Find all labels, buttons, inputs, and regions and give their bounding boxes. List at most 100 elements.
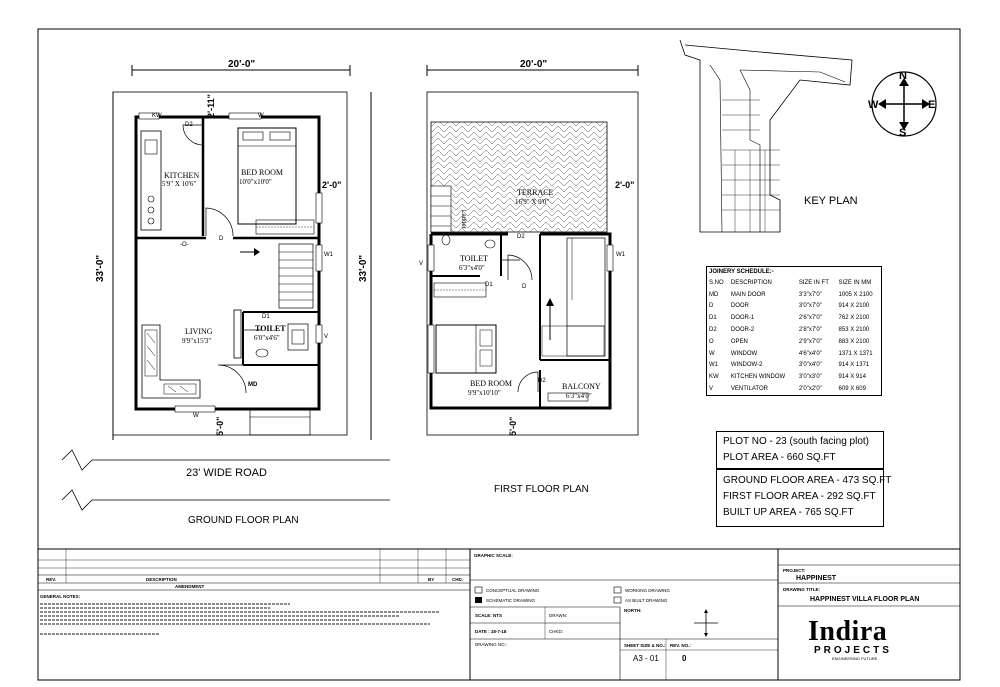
gf-front-dim: 5'-0" xyxy=(215,417,225,436)
joinery-header-cell: SIZE IN MM xyxy=(838,279,872,286)
ff-tag-d2-top: D2 xyxy=(517,234,525,240)
joinery-cell: W1 xyxy=(709,362,718,369)
gf-depth-dim-right: 33'-0" xyxy=(358,255,369,282)
tb-scale: SCALE: NTS xyxy=(475,613,502,618)
ff-tag-d: D xyxy=(522,284,527,290)
tb-description-header: DESCRIPTION xyxy=(146,577,177,582)
compass-s: S xyxy=(899,127,906,139)
joinery-cell: 4'6"x4'0" xyxy=(798,350,822,357)
tb-conceptual: CONCEPTUAL DRAWING xyxy=(486,588,540,593)
tb-project: HAPPINEST xyxy=(796,575,837,582)
plot-area: PLOT AREA - 660 SQ.FT xyxy=(723,452,836,463)
compass-icon: N S W E xyxy=(868,70,937,139)
tb-rev-no-label: REV. NO.: xyxy=(670,643,691,648)
ff-terrace-name: TERRACE xyxy=(517,188,554,197)
tb-chd-header: CHD. xyxy=(452,577,463,582)
tb-rev-value: 0 xyxy=(682,654,687,663)
ff-bed-name: BED ROOM xyxy=(470,379,512,388)
joinery-cell: DOOR-2 xyxy=(730,327,755,334)
joinery-cell: O xyxy=(709,338,714,345)
gf-side-dim: 2'-0" xyxy=(322,180,341,190)
gf-title: GROUND FLOOR PLAN xyxy=(188,515,299,526)
ff-balcony-size: 6'3"x4'0" xyxy=(566,392,592,400)
gf-tag-v: V xyxy=(324,334,328,340)
tb-graphic-scale: GRAPHIC SCALE: xyxy=(474,553,513,558)
gf-toilet-size: 6'0"x4'6" xyxy=(254,334,280,342)
ff-balcony-name: BALCONY xyxy=(562,382,601,391)
plot-number: PLOT NO - 23 (south facing plot) xyxy=(723,436,869,447)
title-block: REV. DESCRIPTION BY CHD. AMENDMENT GENER… xyxy=(38,548,960,680)
compass-n: N xyxy=(899,70,907,82)
joinery-cell: D xyxy=(709,303,714,310)
joinery-cell: VENTILATOR xyxy=(730,386,768,393)
joinery-cell: DOOR xyxy=(730,303,749,310)
ff-tag-d2-bottom: D2 xyxy=(538,378,546,384)
joinery-cell: 3'0"x7'0" xyxy=(798,303,822,310)
joinery-cell: 853 X 2100 xyxy=(838,327,870,334)
ff-tag-w1: W1 xyxy=(616,252,626,258)
joinery-title: JOINERY SCHEDULE:- xyxy=(709,269,774,275)
joinery-cell: DOOR-1 xyxy=(730,315,755,322)
tb-sheet-value: A3 - 01 xyxy=(633,654,659,663)
ff-toilet-name: TOILET xyxy=(460,254,488,263)
ground-floor-plan: 20'-0" 33'-0" 33'-0" 2'-11" 2'-0" 5'-0" xyxy=(61,59,390,526)
joinery-cell: 3'0"x4'0" xyxy=(798,362,822,369)
tb-working: WORKING DRAWING xyxy=(625,588,670,593)
key-plan-title: KEY PLAN xyxy=(804,195,858,207)
joinery-cell: D1 xyxy=(709,315,717,322)
tb-drawn: DRAWN: xyxy=(549,613,567,618)
gf-top-dim: 2'-11" xyxy=(206,94,216,118)
joinery-cell: 914 X 914 xyxy=(838,374,866,381)
ff-tag-v: V xyxy=(419,261,423,267)
gf-kitchen-name: KITCHEN xyxy=(164,171,199,180)
tb-amendment: AMENDMENT xyxy=(175,584,204,589)
gf-depth-dim-left: 33'-0" xyxy=(95,255,106,282)
tb-drawing-no: DRAWING NO.: xyxy=(475,642,507,647)
joinery-header-cell: SIZE IN FT xyxy=(798,279,829,286)
gf-road-label: 23' WIDE ROAD xyxy=(186,467,267,479)
joinery-cell: 1005 X 2100 xyxy=(838,291,873,298)
gf-living-size: 9'9"x15'3" xyxy=(182,337,211,345)
ground-floor-area: GROUND FLOOR AREA - 473 SQ.FT xyxy=(723,475,892,486)
joinery-cell: MAIN DOOR xyxy=(730,291,766,298)
joinery-cell: W xyxy=(709,350,715,357)
logo-sub: PROJECTS xyxy=(814,645,892,656)
tb-schematic: SCHEMATIC DRAWING xyxy=(486,598,535,603)
tb-as-built: AS BUILT DRAWING xyxy=(625,598,668,603)
joinery-cell: V xyxy=(709,386,714,393)
ff-bed-size: 9'9"x10'10" xyxy=(468,389,501,397)
tb-chkd: CHKD: xyxy=(549,629,563,634)
ff-toilet-size: 6'3"x4'0" xyxy=(459,264,485,272)
tb-north: NORTH: xyxy=(624,608,642,613)
joinery-header-cell: DESCRIPTION xyxy=(730,279,772,286)
joinery-cell: 914 X 2100 xyxy=(838,303,870,310)
joinery-cell: 2'8"x7'0" xyxy=(798,327,822,334)
ff-title: FIRST FLOOR PLAN xyxy=(494,484,589,495)
gf-living-name: LIVING xyxy=(185,327,213,336)
joinery-header-row: S.NO DESCRIPTION SIZE IN FT SIZE IN MM xyxy=(707,277,882,289)
tb-project-label: PROJECT: xyxy=(783,568,806,573)
ff-tag-d1: D1 xyxy=(485,282,493,288)
ff-terrace-size: 16'9" X 9'0" xyxy=(515,198,549,206)
ff-width-dim: 20'-0" xyxy=(520,59,547,70)
area-summary-box: GROUND FLOOR AREA - 473 SQ.FT FIRST FLOO… xyxy=(716,469,891,527)
key-plan: KEY PLAN N S W E xyxy=(679,39,937,233)
gf-tag-w1: W1 xyxy=(324,252,334,258)
first-floor-plan: 20'-0" 2'-0" 5'-0" xyxy=(419,59,639,495)
tb-drawing-title-label: DRAWING TITLE: xyxy=(783,587,820,592)
gf-width-dim: 20'-0" xyxy=(228,59,255,70)
gf-bed-name: BED ROOM xyxy=(241,168,283,177)
logo-tag: ENGINEERING FUTURE xyxy=(832,656,878,661)
gf-tag-w-bottom: W xyxy=(193,413,199,419)
gf-tag-w-top: W xyxy=(258,113,264,119)
sheet-border xyxy=(37,28,961,681)
indira-logo: Indira PROJECTS ENGINEERING FUTURE xyxy=(808,616,892,661)
joinery-cell: 2'0"x2'0" xyxy=(798,386,822,393)
